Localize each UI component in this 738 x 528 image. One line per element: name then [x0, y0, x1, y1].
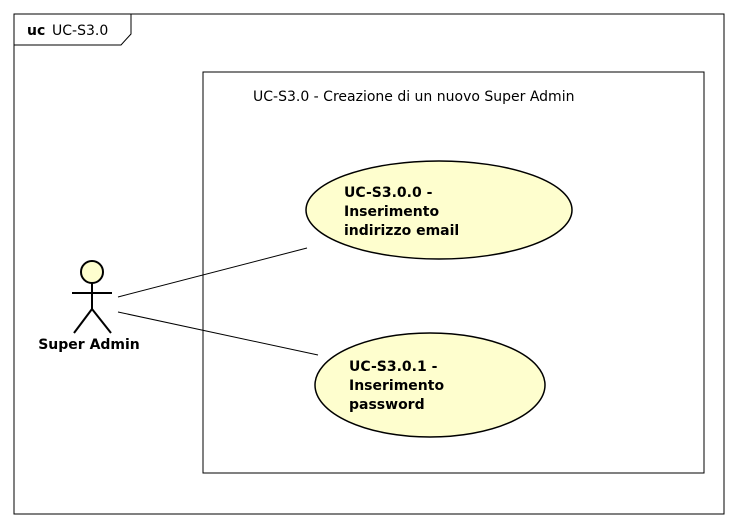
system-title: UC-S3.0 - Creazione di un nuovo Super Ad…: [253, 89, 574, 105]
actor-right-leg: [91, 308, 112, 334]
frame-tag-keyword: uc: [27, 23, 45, 39]
actor-figure: [72, 260, 112, 334]
use-case-2-line-3: password: [349, 397, 425, 413]
use-case-1-line-3: indirizzo email: [344, 223, 459, 239]
association-line-1: [117, 247, 308, 298]
actor-left-leg: [73, 308, 93, 334]
use-case-ellipse-2: [314, 332, 546, 438]
use-case-2-line-1: UC-S3.0.1 -: [349, 359, 438, 375]
use-case-ellipse-1: [305, 160, 573, 260]
frame-tag-name: UC-S3.0: [52, 23, 108, 39]
use-case-2-line-2: Inserimento: [349, 378, 444, 394]
frame-tag: [14, 13, 132, 46]
use-case-1-line-1: UC-S3.0.0 -: [344, 185, 433, 201]
association-line-2: [117, 311, 319, 356]
use-case-1-line-2: Inserimento: [344, 204, 439, 220]
actor-head: [80, 260, 104, 284]
actor-label: Super Admin: [38, 337, 140, 353]
